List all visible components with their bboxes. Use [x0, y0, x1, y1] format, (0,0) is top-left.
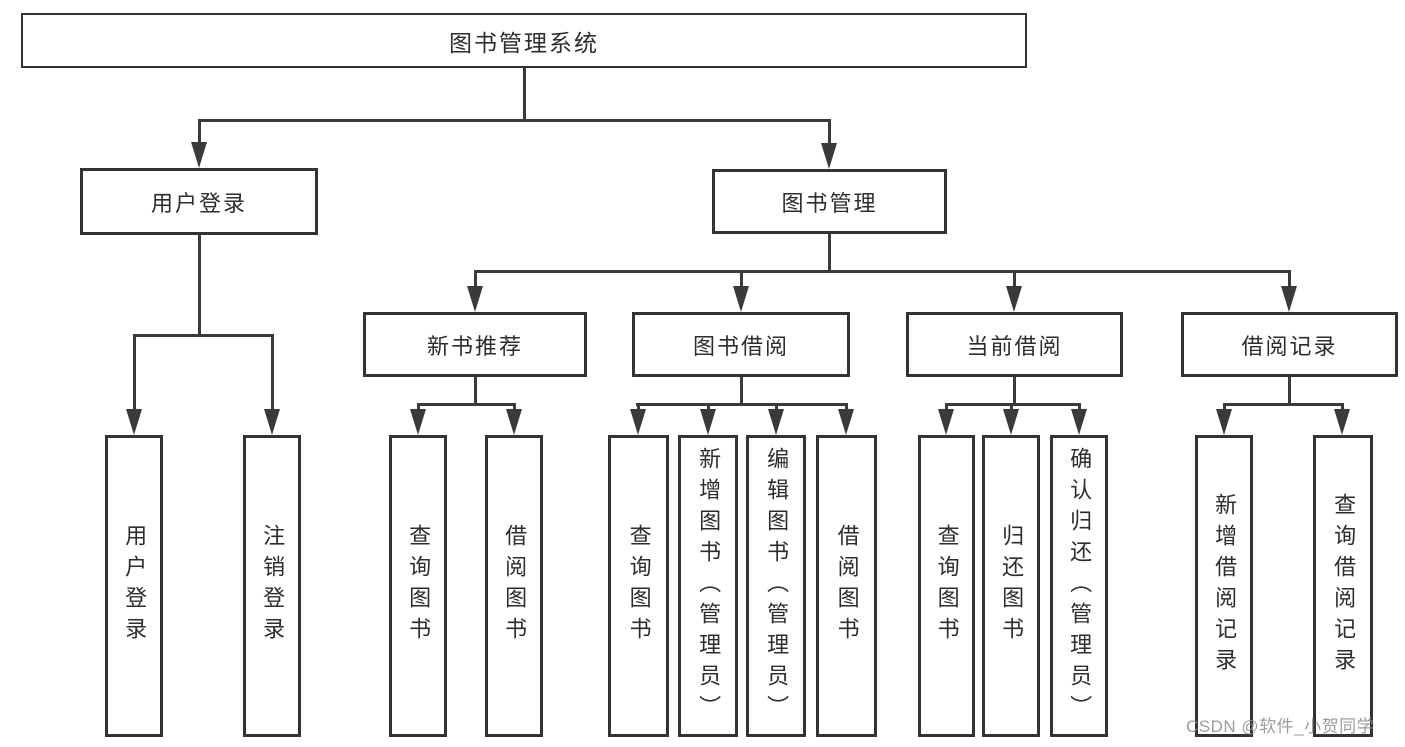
- node-book-borrowing: 图书借阅: [632, 312, 850, 377]
- leaf-label: 新增图书（管理员）: [696, 446, 722, 726]
- node-new-book-recommend: 新书推荐: [363, 312, 587, 377]
- leaf-borrow-books-recommend: 借阅图书: [485, 435, 543, 737]
- connector-line: [740, 270, 743, 288]
- connector-line: [198, 119, 831, 122]
- arrow-down-icon: [700, 409, 716, 435]
- arrow-down-icon: [1334, 409, 1350, 435]
- arrow-down-icon: [410, 409, 426, 435]
- arrow-down-icon: [264, 409, 280, 435]
- leaf-borrow-books: 借阅图书: [816, 435, 877, 737]
- leaf-label: 确认归还（管理员）: [1067, 446, 1093, 726]
- connector-line: [417, 403, 420, 413]
- arrow-down-icon: [768, 409, 784, 435]
- connector-line: [1078, 403, 1081, 413]
- connector-line: [474, 270, 477, 288]
- csdn-watermark: CSDN @软件_小贺同学: [1186, 717, 1375, 736]
- leaf-label: 借阅图书: [502, 524, 528, 648]
- leaf-label: 用户登录: [122, 524, 148, 648]
- leaf-label: 查询图书: [626, 524, 652, 648]
- leaf-return-books: 归还图书: [982, 435, 1040, 737]
- connector-line: [1288, 377, 1291, 406]
- arrow-down-icon: [838, 409, 854, 435]
- connector-line: [636, 403, 847, 406]
- connector-line: [198, 235, 201, 337]
- leaf-query-books-current: 查询图书: [918, 435, 975, 737]
- connector-line: [707, 403, 710, 413]
- connector-line: [133, 334, 274, 337]
- arrow-down-icon: [1071, 409, 1087, 435]
- node-current-borrowing: 当前借阅: [906, 312, 1123, 377]
- arrow-down-icon: [506, 409, 522, 435]
- leaf-label: 查询借阅记录: [1331, 493, 1357, 679]
- arrow-down-icon: [1006, 286, 1022, 312]
- leaf-query-borrow-record: 查询借阅记录: [1313, 435, 1373, 737]
- connector-line: [1223, 403, 1344, 406]
- arrow-down-icon: [467, 286, 483, 312]
- leaf-query-books-borrow: 查询图书: [608, 435, 669, 737]
- leaf-label: 借阅图书: [834, 524, 860, 648]
- connector-line: [1013, 377, 1016, 406]
- connector-line: [474, 377, 477, 406]
- arrow-down-icon: [1216, 409, 1232, 435]
- connector-line: [1010, 403, 1013, 413]
- leaf-label: 归还图书: [999, 524, 1025, 648]
- connector-line: [198, 119, 201, 147]
- leaf-label: 查询图书: [406, 524, 432, 648]
- arrow-down-icon: [126, 409, 142, 435]
- leaf-label: 注销登录: [260, 524, 286, 648]
- arrow-down-icon: [733, 286, 749, 312]
- connector-line: [845, 403, 848, 413]
- connector-line: [945, 403, 948, 413]
- connector-line: [1288, 270, 1291, 288]
- connector-line: [133, 334, 136, 412]
- node-borrow-records: 借阅记录: [1181, 312, 1398, 377]
- leaf-edit-books-admin: 编辑图书（管理员）: [746, 435, 806, 737]
- connector-line: [637, 403, 640, 413]
- connector-line: [828, 119, 831, 147]
- leaf-logout: 注销登录: [243, 435, 301, 737]
- connector-line: [1223, 403, 1226, 413]
- connector-line: [474, 270, 1291, 273]
- node-user-login: 用户登录: [80, 168, 318, 235]
- arrow-down-icon: [938, 409, 954, 435]
- leaf-confirm-return-admin: 确认归还（管理员）: [1050, 435, 1108, 737]
- connector-line: [271, 334, 274, 412]
- node-book-management: 图书管理: [712, 169, 947, 234]
- leaf-user-login: 用户登录: [105, 435, 163, 737]
- arrow-down-icon: [1003, 409, 1019, 435]
- arrow-down-icon: [630, 409, 646, 435]
- leaf-label: 新增借阅记录: [1212, 493, 1238, 679]
- connector-line: [417, 403, 516, 406]
- leaf-add-books-admin: 新增图书（管理员）: [678, 435, 738, 737]
- connector-line: [740, 377, 743, 406]
- connector-line: [1341, 403, 1344, 413]
- leaf-label: 查询图书: [934, 524, 960, 648]
- connector-line: [828, 234, 831, 273]
- leaf-add-borrow-record: 新增借阅记录: [1195, 435, 1253, 737]
- connector-line: [775, 403, 778, 413]
- connector-line: [523, 68, 526, 121]
- leaf-label: 编辑图书（管理员）: [764, 446, 790, 726]
- connector-line: [513, 403, 516, 413]
- node-library-system: 图书管理系统: [21, 13, 1027, 68]
- connector-line: [1013, 270, 1016, 288]
- arrow-down-icon: [191, 142, 207, 168]
- arrow-down-icon: [821, 143, 837, 169]
- arrow-down-icon: [1281, 286, 1297, 312]
- leaf-query-books-recommend: 查询图书: [389, 435, 447, 737]
